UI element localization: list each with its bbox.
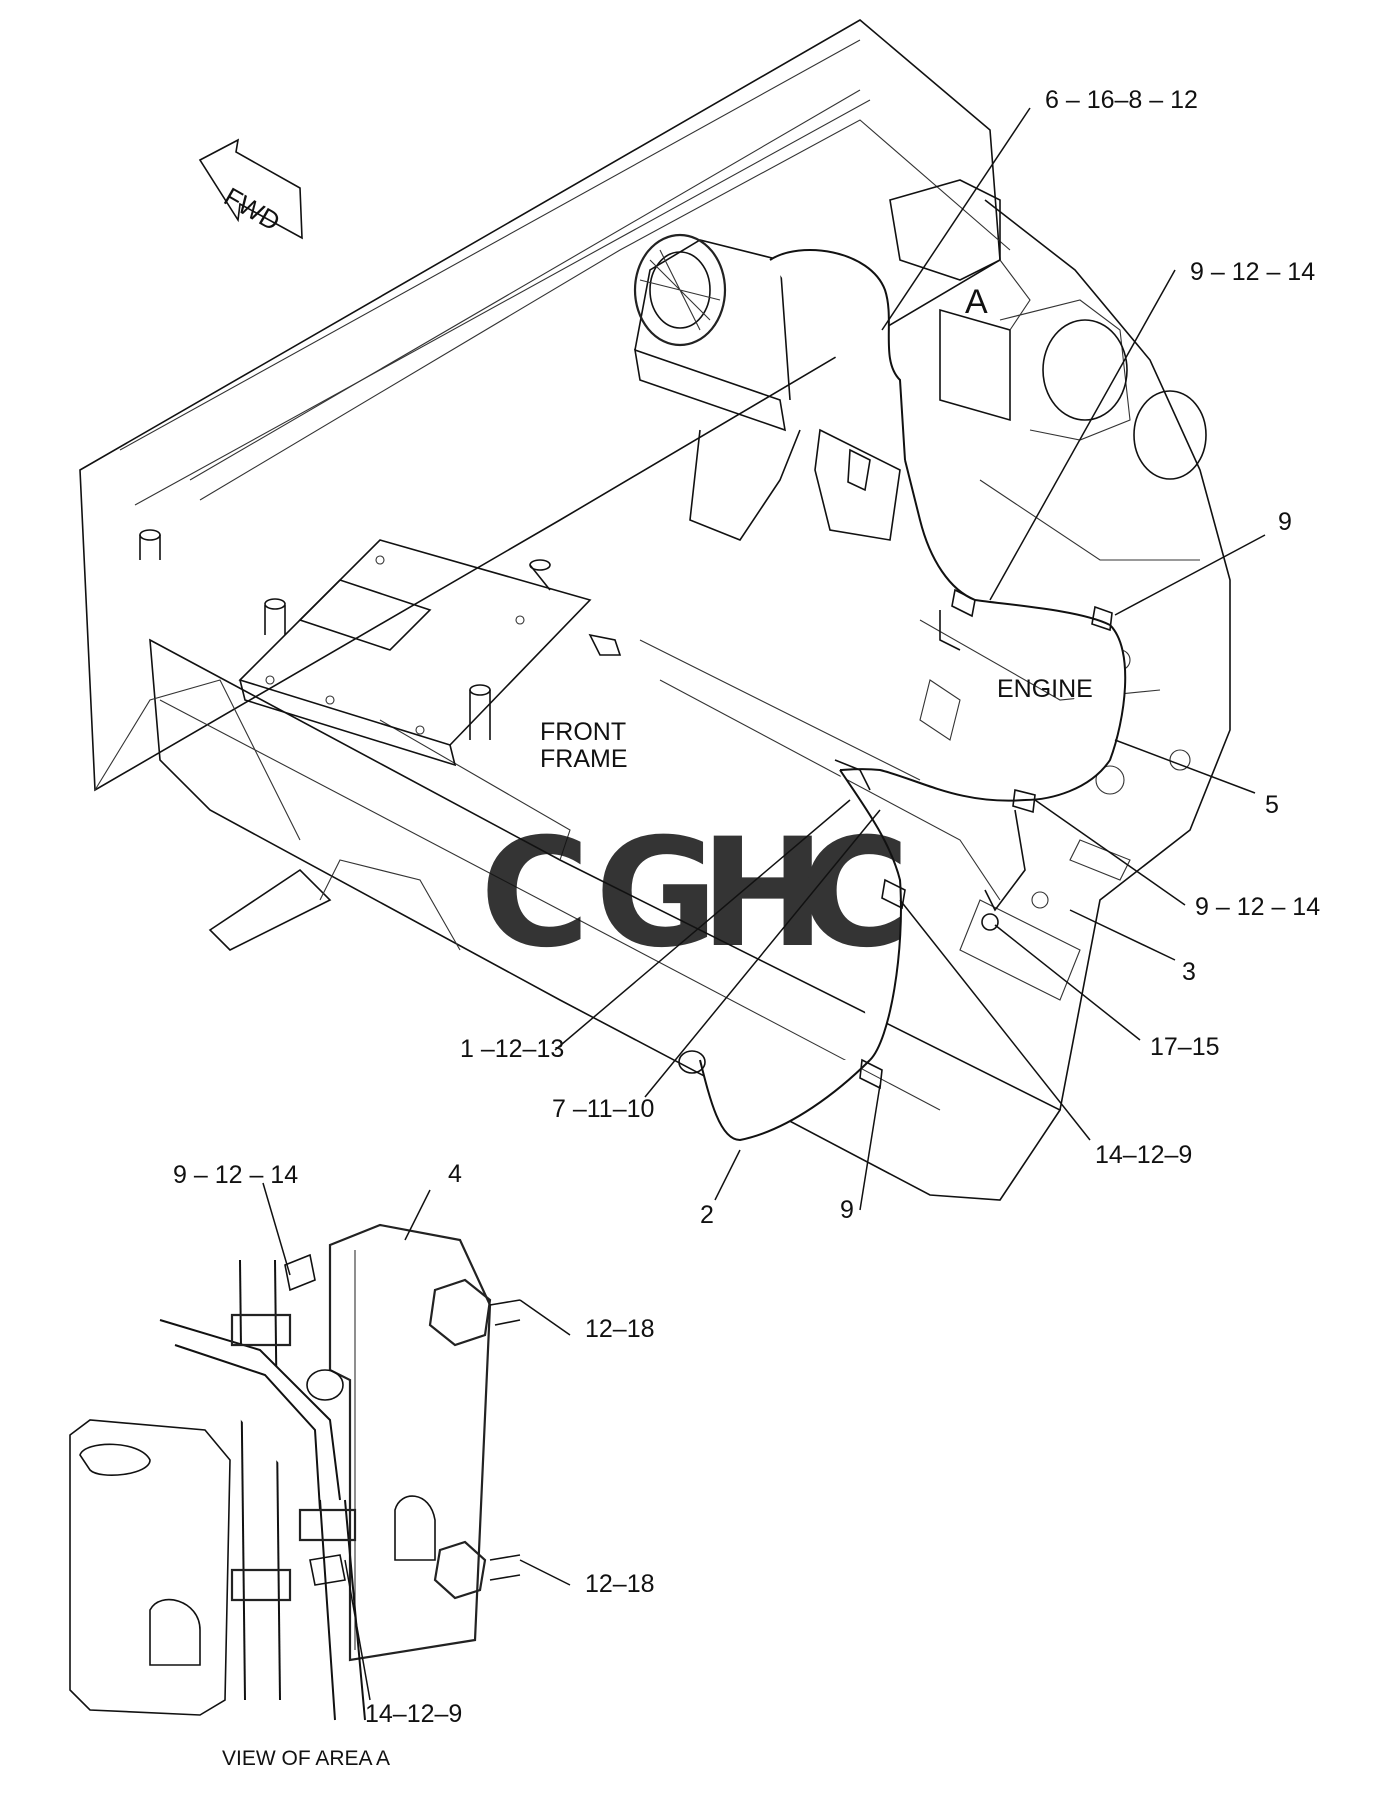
alternator <box>633 179 1031 541</box>
frame-posts <box>139 529 622 740</box>
area-a-letter: A <box>965 283 988 321</box>
watermark-letter-4: C <box>800 807 910 981</box>
callout-2: 2 <box>700 1201 714 1229</box>
detail-callout-12-18-bottom: 12–18 <box>585 1570 655 1598</box>
hose-assemblies <box>678 249 1127 1142</box>
front-frame-label-line2: FRAME <box>540 745 628 773</box>
watermark-letter-2: G <box>595 807 718 981</box>
detail-callout-12-18-top: 12–18 <box>585 1315 655 1343</box>
engine-label: ENGINE <box>997 675 1093 703</box>
callout-1-12-13: 1 –12–13 <box>460 1035 564 1063</box>
watermark: C G H C <box>480 807 910 981</box>
callout-6-16-8-12: 6 – 16–8 – 12 <box>1045 86 1198 114</box>
detail-view <box>69 1223 521 1721</box>
leader-lines <box>554 107 1266 1211</box>
callout-7-11-10: 7 –11–10 <box>552 1095 654 1123</box>
detail-view-caption: VIEW OF AREA A <box>222 1747 390 1770</box>
callouts: 6 – 16–8 – 12 9 – 12 – 14 9 5 9 – 12 – 1… <box>460 86 1320 1229</box>
engine-block <box>919 199 1231 1111</box>
callout-14-12-9-main: 14–12–9 <box>1095 1141 1192 1169</box>
fwd-arrow-label: FWD <box>219 181 285 237</box>
watermark-letter-3: H <box>700 807 826 981</box>
region-labels: FRONT FRAME ENGINE <box>540 675 1093 773</box>
callout-17-15: 17–15 <box>1150 1033 1220 1061</box>
mounting-plate <box>238 539 592 767</box>
detail-callouts: 9 – 12 – 14 4 12–18 12–18 14–12–9 VIEW O… <box>173 1160 655 1770</box>
callout-9-right: 9 <box>1278 508 1292 536</box>
callout-9-bottom: 9 <box>840 1196 854 1224</box>
front-frame-label-line1: FRONT <box>540 718 626 746</box>
callout-9-12-14-mid: 9 – 12 – 14 <box>1195 893 1320 921</box>
fwd-arrow: FWD <box>198 138 303 240</box>
detail-callout-14-12-9: 14–12–9 <box>365 1700 462 1728</box>
callout-3: 3 <box>1182 958 1196 986</box>
area-a-marker: A <box>965 283 988 321</box>
callout-9-12-14-top: 9 – 12 – 14 <box>1190 258 1315 286</box>
watermark-letter-1: C <box>480 807 590 981</box>
callout-5: 5 <box>1265 791 1279 819</box>
detail-callout-9-12-14: 9 – 12 – 14 <box>173 1161 298 1189</box>
frame-outline <box>79 19 1062 1201</box>
detail-leader-lines <box>262 1182 571 1701</box>
detail-callout-4: 4 <box>448 1160 462 1188</box>
